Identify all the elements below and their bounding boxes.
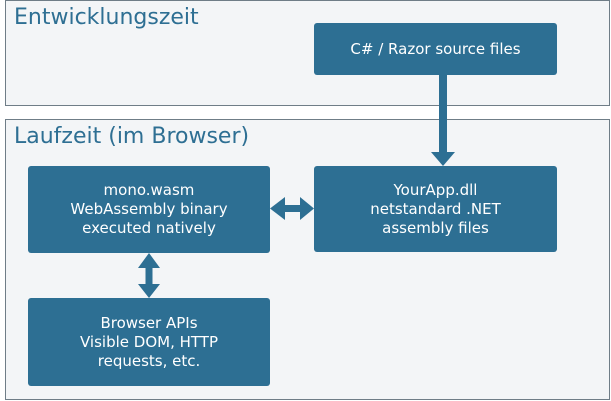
yourapp-line-1: YourApp.dll (393, 180, 478, 199)
mono-line-2: WebAssembly binary (70, 200, 228, 218)
source-files-label: C# / Razor source files (350, 39, 521, 58)
yourapp-line-2: netstandard .NET (370, 199, 501, 218)
dev-panel-title: Entwicklungszeit (14, 5, 199, 30)
mono-wasm-node: mono.wasm WebAssembly binary executed na… (28, 166, 270, 253)
arrow-mono-yourapp-bidirectional (270, 197, 314, 220)
arrow-source-to-yourapp (431, 75, 455, 166)
arrow-mono-browser-bidirectional (138, 253, 160, 298)
yourapp-line-3: assembly files (382, 218, 489, 237)
mono-line-1: mono.wasm (103, 181, 195, 199)
browser-line-3: requests, etc. (97, 351, 201, 370)
browser-apis-node: Browser APIs Visible DOM, HTTP requests,… (28, 298, 270, 386)
yourapp-dll-node: YourApp.dll netstandard .NET assembly fi… (314, 166, 557, 252)
browser-line-2: Visible DOM, HTTP (80, 332, 218, 351)
runtime-panel-title: Laufzeit (im Browser) (14, 124, 250, 149)
mono-line-3: executed natively (82, 219, 216, 237)
browser-line-1: Browser APIs (100, 313, 198, 332)
runtime-panel: Laufzeit (im Browser) (5, 119, 610, 400)
source-files-node: C# / Razor source files (314, 23, 557, 75)
